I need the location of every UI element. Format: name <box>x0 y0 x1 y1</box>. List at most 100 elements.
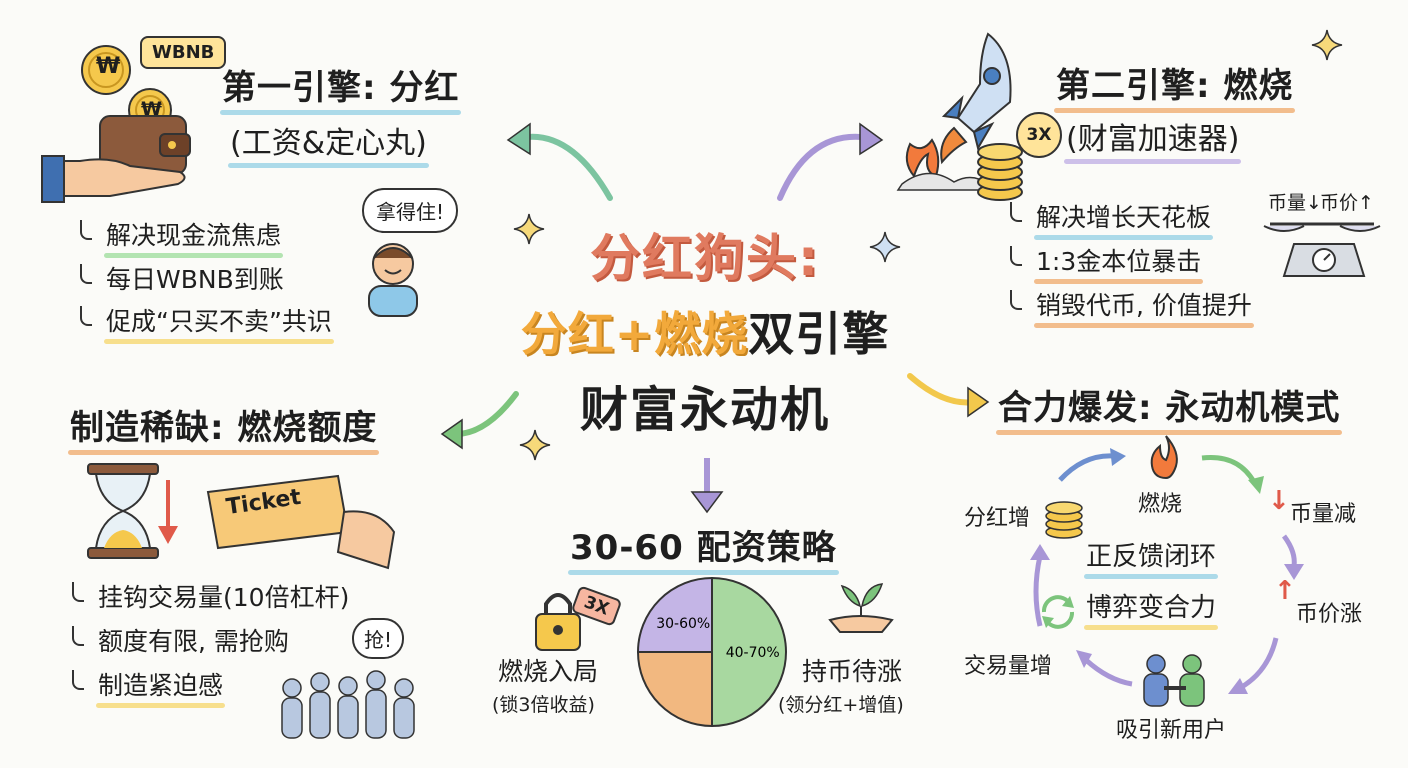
cycle-section: 合力爆发: 永动机模式 燃烧 ↓ 币量减 ↑ 币价涨 吸引新用户 交易量增 分红… <box>950 376 1400 766</box>
center-title-line1: 分红狗头: <box>590 229 820 287</box>
scarcity-item: 额度有限, 需抢购 <box>72 622 289 658</box>
down-arrow-icon <box>158 480 178 544</box>
refresh-icon <box>1042 595 1074 629</box>
wallet-hand-icon <box>41 115 191 203</box>
engine2-item: 销毁代币, 价值提升 <box>1010 286 1254 328</box>
arrow-to-engine2 <box>777 122 884 201</box>
center-title-line2: 分红+燃烧双引擎 <box>470 298 940 364</box>
engine1-subtitle-text: (工资&定心丸) <box>228 118 429 168</box>
scarcity-title: 制造稀缺: 燃烧额度 <box>67 400 380 455</box>
cycle-volume-up: 交易量增 <box>964 654 1053 679</box>
coin-icon <box>81 45 131 95</box>
ticket-hand-icon <box>206 474 396 570</box>
cycle-arrow <box>1228 637 1279 694</box>
strategy-left-label: 燃烧入局 <box>498 657 599 686</box>
pie-slice-label: 30-60% <box>656 616 710 632</box>
wbnb-tag-label: WBNB <box>152 42 215 63</box>
cycle-supply-down: 币量减 <box>1290 502 1357 527</box>
sparkle-icon <box>513 213 545 245</box>
pie-slice <box>636 651 713 728</box>
up-arrow-icon: ↑ <box>1274 576 1296 606</box>
scarcity-item-text: 额度有限, 需抢购 <box>98 627 289 656</box>
cycle-arrow <box>1076 650 1133 687</box>
scarcity-title-text: 制造稀缺: 燃烧额度 <box>67 400 380 455</box>
arrow-to-cycle <box>907 373 990 418</box>
engine2-title-text: 第二引擎: 燃烧 <box>1053 58 1296 113</box>
center-title-line3: 财富永动机 <box>579 382 830 438</box>
strategy-right-sub: (领分红+增值) <box>778 694 904 716</box>
sprout-hand-icon <box>828 583 894 633</box>
pie-slice-label: 40-70% <box>726 645 780 661</box>
cycle-core-line1: 正反馈闭环 <box>1083 536 1219 579</box>
cycle-arrow <box>1281 534 1304 580</box>
engine2-item: 1:3金本位暴击 <box>1009 242 1204 284</box>
arrow-to-strategy <box>690 458 724 514</box>
engine2-item-text: 解决增长天花板 <box>1033 198 1214 240</box>
engine2-subtitle: (财富加速器) <box>1063 114 1242 164</box>
scale-left-label: 币量↓ <box>1268 192 1322 214</box>
happy-person-icon <box>368 243 418 317</box>
cycle-price-up: 币价涨 <box>1296 602 1363 627</box>
sparkle-icon <box>869 231 901 263</box>
down-arrow-icon: ↓ <box>1268 486 1290 516</box>
engine2-title: 第二引擎: 燃烧 <box>1053 58 1296 113</box>
scale-icon <box>1263 222 1381 277</box>
scarcity-item: 挂钩交易量(10倍杠杆) <box>71 578 349 614</box>
engine2-item-text: 1:3金本位暴击 <box>1033 242 1204 284</box>
cycle-core: 正反馈闭环 博弈变合力 <box>1083 536 1219 630</box>
speech-bubble-text: 拿得住! <box>376 200 445 224</box>
flame-icon <box>1150 435 1178 480</box>
engine1-item-text: 解决现金流焦虑 <box>103 216 284 258</box>
sparkle-icon <box>1311 29 1343 61</box>
coin-stack-icon <box>977 143 1023 201</box>
engine1-item: 促成“只买不卖”共识 <box>80 302 334 344</box>
crowd-icon <box>281 670 415 739</box>
engine2-item-text: 销毁代币, 价值提升 <box>1034 286 1254 328</box>
coin-stack-icon <box>1045 501 1083 539</box>
arrow-to-engine1 <box>506 122 613 201</box>
wbnb-tag: WBNB <box>140 36 227 69</box>
engine2-item: 解决增长天花板 <box>1009 198 1214 240</box>
strategy-section: 30-60 配资策略 3X 40-70%30-60% 燃烧入局 (锁3倍收益) … <box>470 510 950 760</box>
lock-tag-text: 3X <box>581 592 612 620</box>
coin-symbol: ₩ <box>141 98 162 120</box>
pie-slice <box>636 576 713 653</box>
cycle-new-users: 吸引新用户 <box>1116 718 1227 743</box>
hourglass-icon <box>87 463 159 559</box>
arrow-to-scarcity <box>440 391 519 450</box>
cycle-arrow <box>1058 448 1126 482</box>
scale-right-label: 币价↑ <box>1320 192 1374 214</box>
center-title-line2-highlight: 分红+燃烧 <box>520 307 749 361</box>
engine2-section: 3X 第二引擎: 燃烧 (财富加速器) 解决增长天花板 1:3金本位暴击 销毁代… <box>880 24 1390 344</box>
engine1-subtitle: (工资&定心丸) <box>228 118 429 168</box>
strategy-title-text: 30-60 配资策略 <box>568 520 839 575</box>
engine1-title: 第一引擎: 分红 <box>219 60 462 115</box>
multiplier-badge: 3X <box>1016 112 1062 158</box>
engine1-item-text: 每日WBNB到账 <box>106 265 284 294</box>
engine1-item: 每日WBNB到账 <box>80 260 284 296</box>
scarcity-item: 制造紧迫感 <box>71 666 226 708</box>
engine1-section: ₩ WBNB ₩ 第一引擎: 分红 (工资&定心丸) 拿得住! 解决现金流焦虑 … <box>40 30 520 350</box>
speech-bubble-text: 抢! <box>364 628 393 652</box>
pie-slice <box>711 576 787 728</box>
handshake-icon <box>1143 654 1205 707</box>
rocket-icon <box>896 32 1012 191</box>
coin-symbol: ₩ <box>96 54 121 79</box>
scarcity-item-text: 制造紧迫感 <box>95 666 226 708</box>
engine1-title-text: 第一引擎: 分红 <box>219 60 462 115</box>
strategy-left-sub: (锁3倍收益) <box>492 694 595 716</box>
strategy-right-label: 持币待涨 <box>802 657 903 686</box>
cycle-arrow <box>1201 455 1264 494</box>
pie-chart: 40-70% 30-60% <box>636 576 787 728</box>
speech-bubble: 抢! <box>352 618 405 659</box>
engine1-item: 解决现金流焦虑 <box>79 216 284 258</box>
lock-icon <box>535 593 581 651</box>
engine1-item-text: 促成“只买不卖”共识 <box>104 302 334 344</box>
speech-bubble: 拿得住! <box>362 188 459 233</box>
sparkle-icon <box>519 429 551 461</box>
cycle-arrow <box>1030 544 1050 627</box>
center-title-line2-rest: 双引擎 <box>748 307 890 361</box>
cycle-core-line2: 博弈变合力 <box>1083 587 1219 630</box>
cycle-burn: 燃烧 <box>1138 492 1183 517</box>
scarcity-section: 制造稀缺: 燃烧额度 Ticket 挂钩交易量(10倍杠杆) 额度有限, 需抢购… <box>30 380 460 760</box>
